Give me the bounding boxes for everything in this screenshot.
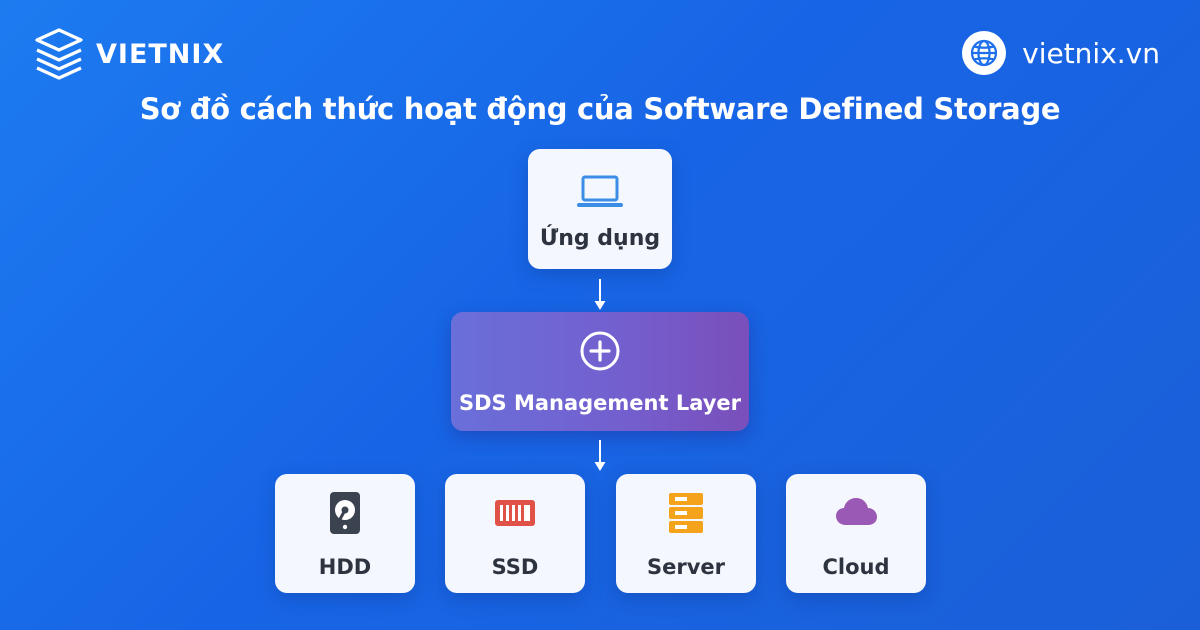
server-node: Server [616,474,756,593]
arrow-down-icon [594,279,606,310]
hdd-label: HDD [318,554,372,579]
brand: VIETNIX [32,26,224,82]
vietnix-logo-icon [35,28,83,80]
ssd-label: SSD [491,554,539,579]
server-icon [669,492,703,533]
globe-icon [962,31,1007,75]
site-url: vietnix.vn [1022,36,1160,70]
sds-management-layer-node: SDS Management Layer [451,312,749,431]
laptop-icon [577,175,623,207]
plus-circle-icon [580,331,620,370]
memory-icon [495,499,535,526]
cloud-node: Cloud [786,474,926,593]
cloud-icon [836,497,877,525]
diagram-title: Sơ đồ cách thức hoạt động của Software D… [139,92,1061,126]
hard-drive-icon [330,491,360,534]
application-node: Ứng dụng [528,149,672,269]
brand-name: VIETNIX [96,38,225,70]
arrow-down-icon [594,440,606,471]
site-link[interactable]: vietnix.vn [962,30,1160,76]
sds-layer-label: SDS Management Layer [458,390,742,415]
ssd-node: SSD [445,474,585,593]
cloud-label: Cloud [822,554,890,579]
application-label: Ứng dụng [539,225,661,251]
hdd-node: HDD [275,474,415,593]
server-label: Server [646,554,725,579]
